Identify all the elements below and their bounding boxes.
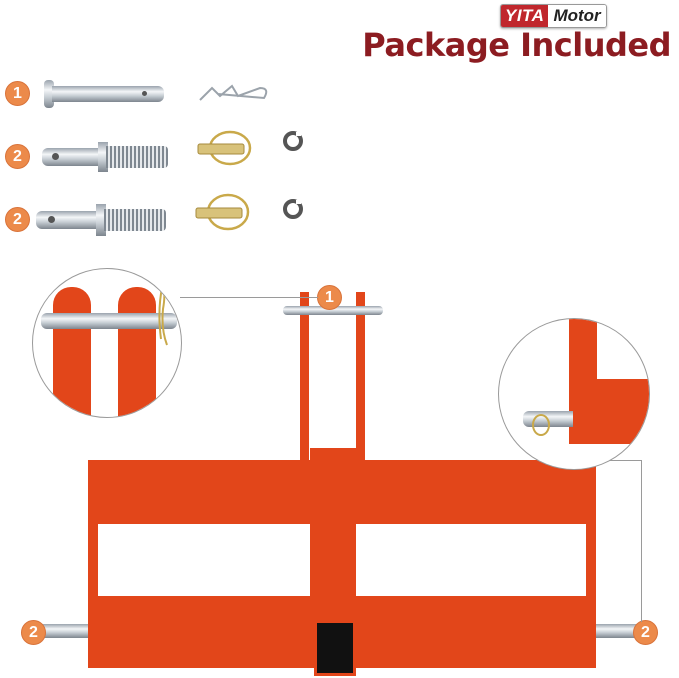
quantity-badge: 2 <box>5 207 30 232</box>
frame-upright-right <box>356 292 365 462</box>
quantity-badge: 1 <box>5 81 30 106</box>
clevis-pin-icon <box>44 80 166 108</box>
callout-line-right <box>641 460 642 622</box>
threaded-pin-icon <box>36 202 166 236</box>
callout-line-top <box>180 297 318 298</box>
callout-badge-top: 1 <box>317 285 342 310</box>
frame-right-post <box>586 460 596 668</box>
r-clip-icon <box>199 84 268 101</box>
detail-lower-pin-zoom <box>498 318 650 470</box>
callout-badge-right: 2 <box>633 620 658 645</box>
brand-logo-part2: Motor <box>548 5 606 27</box>
threaded-pin-icon <box>42 140 168 172</box>
brand-logo-part1: YITA <box>501 5 549 27</box>
frame-top-bar <box>88 460 596 524</box>
receiver-hitch-opening <box>314 620 356 676</box>
linch-pin-icon <box>197 130 252 166</box>
lock-washer-icon <box>283 199 303 219</box>
frame-left-post <box>88 460 98 668</box>
callout-line-right-h <box>600 460 642 461</box>
lock-washer-icon <box>283 131 303 151</box>
linch-pin-icon <box>195 193 250 231</box>
top-pin-icon <box>283 306 383 315</box>
callout-badge-left: 2 <box>21 620 46 645</box>
brand-logo: YITA Motor <box>500 4 607 28</box>
quantity-badge: 2 <box>5 144 30 169</box>
page-title: Package Included <box>362 26 671 64</box>
detail-top-link-zoom <box>32 268 182 418</box>
frame-upright-left <box>300 292 309 462</box>
